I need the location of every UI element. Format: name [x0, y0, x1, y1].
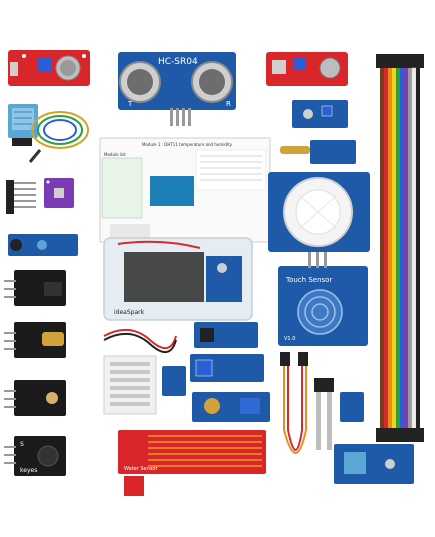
- tutorial-document: Module 1 : DHT11 temperature and humidit…: [99, 137, 271, 243]
- photoresistor-keyes-module: [4, 380, 66, 416]
- water-level-sensor-icon: Water Sensor: [118, 430, 266, 496]
- keyes-label: keyes: [20, 467, 37, 474]
- box-brand: ideaSpark: [114, 309, 145, 316]
- dupont-wire-loop: [280, 352, 308, 454]
- dht11-module-bottom: [334, 444, 414, 484]
- ultrasonic-t-label: T: [127, 100, 133, 108]
- red-black-wire: [103, 329, 177, 353]
- ultrasonic-model-label: HC-SR04: [158, 57, 198, 67]
- jumper-wires-icon: [376, 54, 424, 442]
- small-blue-module-a: [194, 322, 258, 348]
- small-blue-module-b: [190, 354, 264, 382]
- soil-moisture-probe: [314, 378, 334, 450]
- laser-module: [4, 322, 66, 358]
- pin-s-label: S: [20, 441, 24, 448]
- rain-module-board: [162, 366, 186, 396]
- cable-coil: [28, 111, 89, 163]
- buzzer-module: keyes S: [4, 436, 66, 476]
- touch-sensor-icon: Touch Sensor V1.0: [278, 252, 368, 346]
- sound-sensor-module: [8, 50, 90, 86]
- touch-version-label: V1.0: [284, 336, 295, 342]
- ir-sensor-module: [8, 234, 78, 256]
- water-sensor-label: Water Sensor: [124, 466, 158, 472]
- touch-sensor-label: Touch Sensor: [285, 276, 332, 284]
- voltage-sensor-module: [192, 392, 270, 422]
- doc-heading: Module 1 : DHT11 temperature and humidit…: [142, 142, 233, 147]
- ir-receiver-module: [4, 270, 66, 306]
- doc-module-list: Module list: [104, 152, 126, 157]
- storage-box: ideaSpark: [103, 237, 253, 321]
- temperature-probe-module: [280, 140, 356, 164]
- pir-sensor-icon: [268, 172, 370, 252]
- photoresistor-module: [292, 100, 348, 128]
- small-blue-module-c: [340, 392, 364, 422]
- ultrasonic-r-label: R: [226, 100, 231, 108]
- pressure-sensor-module: [44, 178, 74, 208]
- rain-sensor-icon: [103, 355, 157, 415]
- dht11-sensor-module: [8, 104, 38, 146]
- ultrasonic-sensor-icon: HC-SR04 T R: [118, 52, 236, 126]
- light-sensor-module-red: [266, 52, 348, 86]
- pin-headers: [6, 180, 36, 214]
